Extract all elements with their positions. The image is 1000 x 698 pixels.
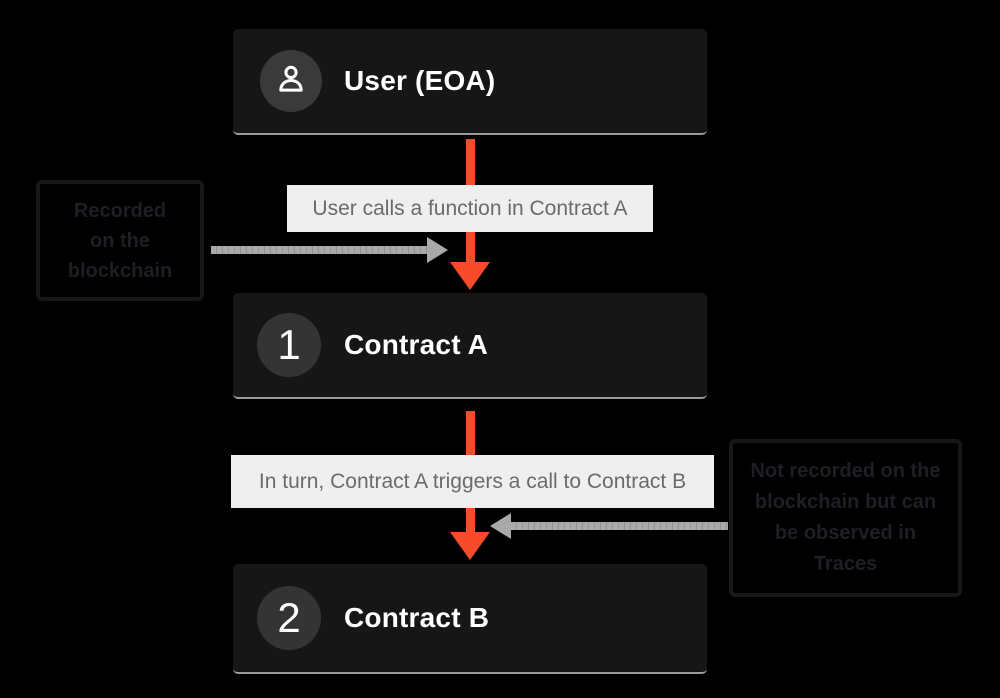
note-line: Recorded [73,199,167,222]
contract-a-node: 1 Contract A [233,293,707,399]
note-line: Traces [813,553,878,575]
flow-arrow-segment-1 [466,139,475,185]
right-arrowhead-icon [427,237,448,263]
note-line: on the [90,229,150,252]
right-note-arrow-line [511,522,728,530]
note-line: blockchain but can [754,491,937,513]
contract-b-node: 2 Contract B [233,564,707,674]
avatar [260,50,322,112]
user-node-label: User (EOA) [344,65,496,96]
step-badge-2: 2 [257,586,321,650]
flow-arrowhead-1 [450,262,490,290]
left-note-arrow [211,237,448,263]
user-node: User (EOA) [233,29,707,135]
contract-a-label: Contract A [344,329,489,360]
left-arrowhead-icon [490,513,511,539]
note-line: blockchain [67,259,173,282]
step-badge-1: 1 [257,313,321,377]
edge-label-call1: User calls a function in Contract A [287,185,653,232]
contract-b-label: Contract B [344,602,490,633]
edge-label-call2: In turn, Contract A triggers a call to C… [231,455,714,508]
flow-arrow-segment-3 [466,411,475,455]
left-note-arrow-line [211,246,427,254]
flow-arrow-segment-2 [466,232,475,264]
note-not-recorded-traces: Not recorded on the blockchain but can b… [729,439,962,597]
note-line: Not recorded on the [750,460,941,482]
right-note-arrow [490,513,728,539]
note-line: be observed in [774,522,917,544]
note-recorded-on-blockchain: Recorded on the blockchain [36,180,204,301]
user-icon [273,61,309,102]
flow-arrow-segment-4 [466,508,475,533]
flow-arrowhead-2 [450,532,490,560]
